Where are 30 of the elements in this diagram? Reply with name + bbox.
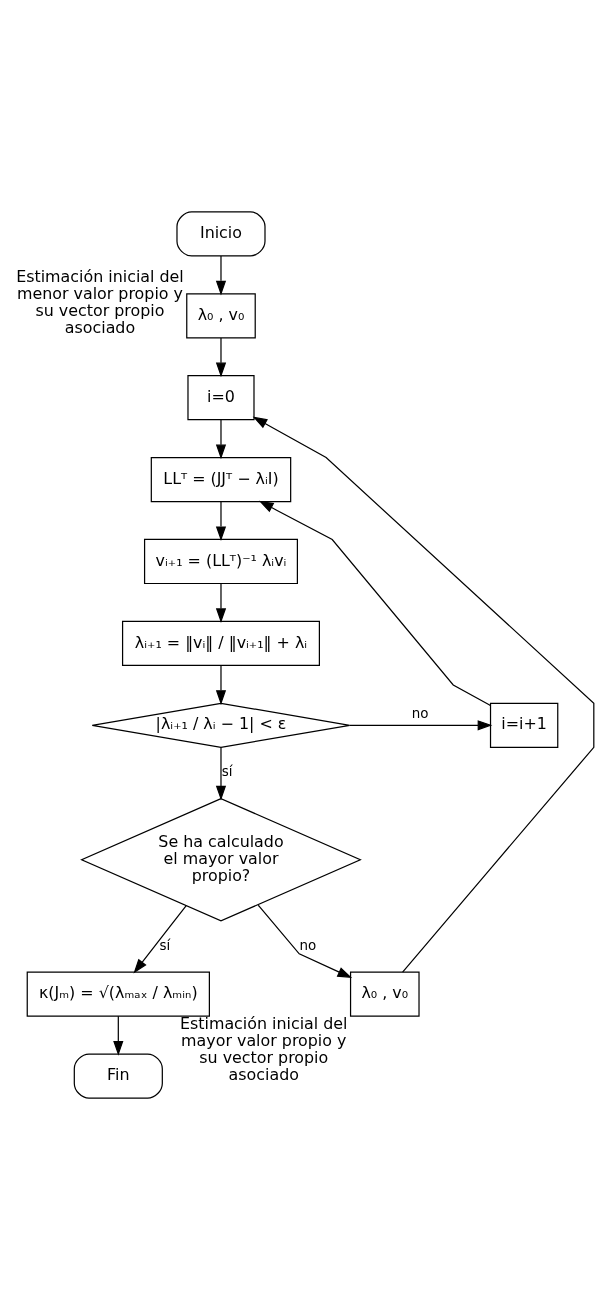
arrow [215, 418, 227, 459]
node-box: LLᵀ = (JJᵀ − λᵢI) [150, 456, 292, 502]
edge-label: sí [159, 937, 171, 953]
arrow [215, 664, 227, 705]
node-box: κ(Jₘ) = √(λₘₐₓ / λₘᵢₙ) [26, 971, 210, 1017]
arrow [215, 500, 227, 541]
arrow [252, 416, 595, 973]
edge-label: no [299, 937, 317, 953]
arrow [215, 746, 227, 800]
node-box: vᵢ₊₁ = (LLᵀ)⁻¹ λᵢvᵢ [144, 538, 298, 584]
node-box: λ₀ , v₀ [349, 971, 420, 1017]
arrow [215, 254, 227, 295]
arrow [215, 582, 227, 623]
arrow [113, 1015, 124, 1056]
edge-label: sí [221, 763, 233, 779]
arrow [258, 500, 491, 706]
node-box: Inicio [176, 210, 266, 256]
node-box: Fin [73, 1053, 163, 1099]
node-box: λᵢ₊₁ = ‖vᵢ‖ / ‖vᵢ₊₁‖ + λᵢ [122, 620, 320, 666]
node-diamond: |λᵢ₊₁ / λᵢ − 1| < ε [91, 702, 351, 748]
arrow [133, 904, 187, 973]
arrow [349, 719, 493, 730]
node-label: Estimación inicial del menor valor propio y su vector propio asociado [16, 266, 184, 337]
arrow [257, 904, 353, 978]
arrow [215, 336, 227, 377]
node-box: λ₀ , v₀ [186, 292, 256, 338]
node-box: i=i+1 [489, 702, 559, 748]
node-diamond: Se ha calculado el mayor valor propio? [80, 797, 362, 922]
node-box: i=0 [187, 374, 255, 420]
edge-label: no [411, 705, 429, 721]
